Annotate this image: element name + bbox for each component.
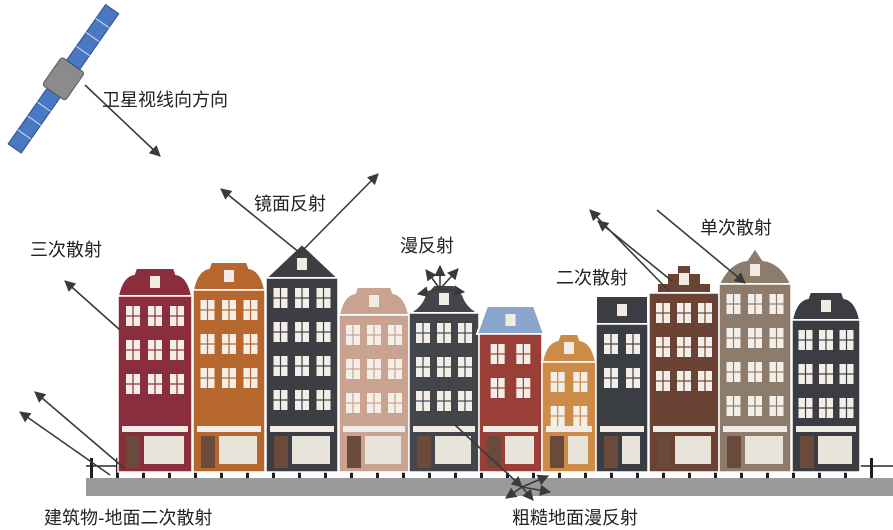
label-diffuse: 漫反射 bbox=[400, 236, 454, 257]
satellite-icon bbox=[7, 3, 120, 154]
arrows bbox=[19, 173, 746, 501]
charcoal-house bbox=[408, 284, 480, 473]
rough-ground-arrow-4 bbox=[521, 486, 534, 501]
taupe-house bbox=[717, 246, 793, 473]
dark-gray-house bbox=[263, 242, 341, 473]
canal-houses bbox=[116, 242, 862, 473]
rough-ground-arrow-3 bbox=[505, 486, 523, 499]
los-arrow bbox=[84, 84, 161, 157]
diffuse-arrow-2 bbox=[439, 268, 459, 290]
brown-stepped-house bbox=[648, 264, 720, 473]
slate-house bbox=[595, 295, 649, 473]
single-scatter-arrow bbox=[656, 209, 746, 284]
specular-in-arrow bbox=[220, 188, 301, 254]
label-double-scatter: 二次散射 bbox=[556, 268, 628, 289]
red-brick-house bbox=[475, 305, 546, 473]
bg-double-arrow-1 bbox=[19, 411, 111, 476]
bg-double-arrow-2 bbox=[34, 391, 125, 469]
maroon-house bbox=[116, 267, 194, 473]
orange-brown-house bbox=[191, 261, 267, 473]
label-rough-ground: 粗糙地面漫反射 bbox=[512, 508, 638, 529]
diffuse-arrow-1 bbox=[425, 269, 441, 290]
beige-house bbox=[337, 286, 411, 473]
rough-ground-in-arrow bbox=[454, 424, 523, 488]
diffuse-arrow-3 bbox=[416, 286, 441, 298]
rough-ground-arrow-2 bbox=[521, 484, 552, 496]
specular-out-arrow bbox=[299, 173, 379, 254]
triple-scatter-arrow bbox=[64, 280, 121, 331]
diffuse-arrow-4 bbox=[439, 285, 466, 297]
label-building-ground: 建筑物-地面二次散射 bbox=[44, 508, 213, 529]
label-triple-scatter: 三次散射 bbox=[30, 240, 102, 261]
light-orange-house bbox=[540, 333, 598, 473]
rough-ground-arrow-1 bbox=[521, 474, 550, 488]
label-satellite-los: 卫星视线向方向 bbox=[102, 90, 228, 111]
double-scatter-arrow-2 bbox=[597, 220, 673, 282]
dark-house bbox=[790, 291, 862, 473]
label-single-scatter: 单次散射 bbox=[700, 218, 772, 239]
ground-strip bbox=[86, 478, 893, 496]
label-specular: 镜面反射 bbox=[254, 194, 326, 215]
